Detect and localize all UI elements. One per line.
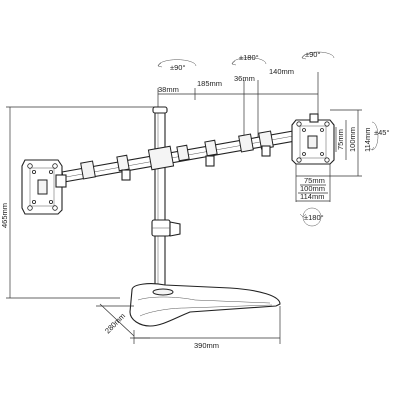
dim-v114mm: 114mm (363, 128, 372, 152)
plate-rotate-label: ±180° (304, 213, 324, 222)
right-rotate-indicator: ±45° (368, 121, 389, 151)
left-tilt-indicator: ±90° (157, 59, 197, 72)
dim-v100mm: 100mm (348, 127, 357, 152)
dim-h114mm: 114mm (300, 192, 324, 201)
right-tilt-indicator: ±90° (301, 50, 335, 60)
right-vesa-plate (291, 113, 335, 165)
crossbar-arm (61, 127, 313, 183)
vesa-dimensions: 75mm 100mm 114mm 75mm 100mm 114mm (295, 109, 372, 202)
desk-base (129, 283, 281, 327)
dim-38mm: 38mm (158, 85, 179, 94)
height-dimension: 465mm (0, 106, 156, 299)
dim-280mm: 280mm (103, 311, 127, 335)
middle-swivel-label: ±180° (239, 53, 259, 62)
arm-dimension-line: 38mm 185mm 36mm 140mm (157, 67, 319, 140)
plate-rotate-indicator: ±180° (299, 207, 324, 227)
left-tilt-label: ±90° (170, 63, 185, 72)
dim-h75mm: 75mm (304, 176, 325, 185)
dim-v75mm: 75mm (336, 129, 345, 150)
dim-185mm: 185mm (197, 79, 222, 88)
middle-swivel-indicator: ±180° (231, 53, 267, 66)
dim-390mm: 390mm (194, 341, 219, 350)
dim-h100mm: 100mm (300, 184, 325, 193)
left-vesa-plate (21, 159, 67, 215)
right-tilt-label: ±90° (305, 50, 320, 59)
vertical-pole (151, 106, 181, 301)
dim-465mm: 465mm (0, 203, 9, 228)
right-rotate-label: ±45° (374, 128, 389, 137)
dim-140mm: 140mm (269, 67, 294, 76)
dim-36mm: 36mm (234, 74, 255, 83)
